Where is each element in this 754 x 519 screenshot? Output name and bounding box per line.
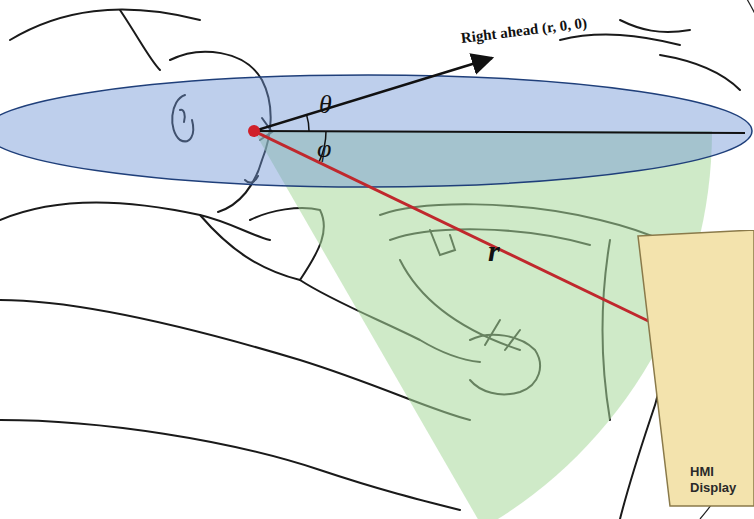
horizontal-axis bbox=[254, 131, 745, 133]
symbol-label: r bbox=[488, 234, 500, 268]
symbol-label: θ bbox=[319, 90, 332, 120]
right-ahead-arrow bbox=[254, 58, 492, 131]
symbol-label: φ bbox=[317, 134, 331, 164]
eye-point bbox=[248, 125, 260, 137]
display-shape bbox=[638, 230, 754, 506]
display-label: HMI Display bbox=[690, 464, 748, 496]
theta-arc bbox=[307, 115, 309, 131]
direction-label: Right ahead (r, 0, 0) bbox=[460, 15, 588, 47]
horizontal-field-ellipse bbox=[0, 75, 752, 187]
display-panel: HMI Display bbox=[632, 230, 754, 510]
vertical-angle-sector bbox=[254, 131, 712, 519]
gaze-radius-line bbox=[254, 131, 667, 330]
